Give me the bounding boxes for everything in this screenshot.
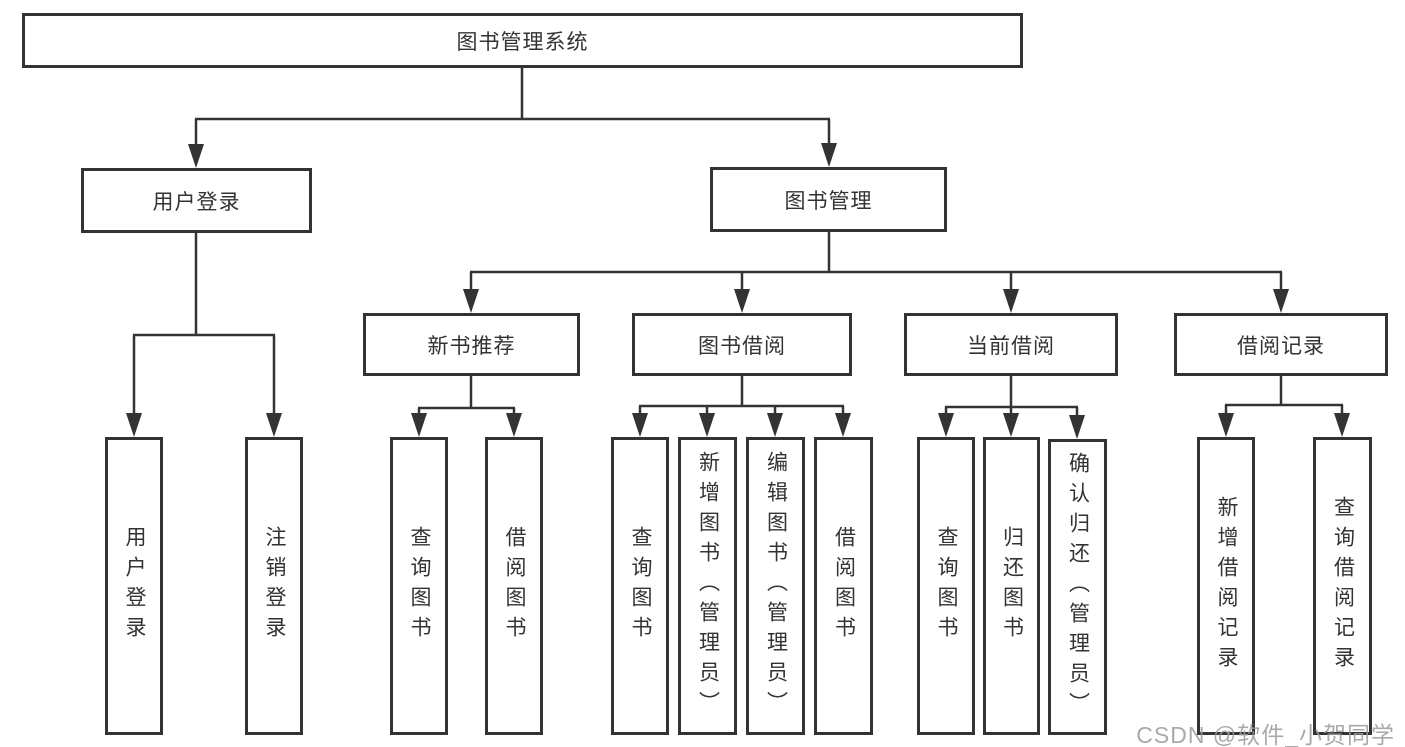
leaf-bb-query-books: 查询图书: [611, 437, 669, 735]
node-library-system: 图书管理系统: [22, 13, 1023, 68]
node-user-login-label: 用户登录: [152, 190, 241, 214]
leaf-br-add-record-label: 新增借阅记录: [1215, 496, 1238, 676]
arrowheads: [126, 143, 1350, 439]
leaf-bb-edit-books-admin: 编辑图书（管理员）: [746, 437, 805, 735]
leaf-cb-query-books-label: 查询图书: [935, 526, 958, 646]
node-borrow-records-label: 借阅记录: [1237, 334, 1325, 358]
node-book-borrow-label: 图书借阅: [698, 334, 786, 358]
leaf-bb-edit-books-admin-label: 编辑图书（管理员）: [764, 451, 788, 721]
leaf-nb-borrow-books-label: 借阅图书: [503, 526, 526, 646]
leaf-bb-borrow-books-label: 借阅图书: [832, 526, 856, 646]
node-book-management: 图书管理: [710, 167, 947, 232]
leaf-cb-confirm-return-admin: 确认归还（管理员）: [1048, 439, 1107, 735]
node-current-borrow-label: 当前借阅: [967, 334, 1055, 358]
leaf-br-query-record-label: 查询借阅记录: [1331, 496, 1355, 676]
node-borrow-records: 借阅记录: [1174, 313, 1388, 376]
node-user-login: 用户登录: [81, 168, 312, 233]
leaf-logout: 注销登录: [245, 437, 303, 735]
leaf-nb-query-books: 查询图书: [390, 437, 448, 735]
leaf-user-login: 用户登录: [105, 437, 163, 735]
node-book-management-label: 图书管理: [784, 189, 873, 213]
node-new-book-recommend-label: 新书推荐: [427, 334, 516, 358]
node-library-system-label: 图书管理系统: [456, 30, 589, 54]
leaf-nb-query-books-label: 查询图书: [408, 526, 431, 646]
leaf-cb-query-books: 查询图书: [917, 437, 975, 735]
leaf-cb-return-books-label: 归还图书: [1000, 526, 1024, 646]
leaf-user-login-label: 用户登录: [123, 526, 146, 646]
leaf-br-query-record: 查询借阅记录: [1313, 437, 1372, 735]
node-book-borrow: 图书借阅: [632, 313, 852, 376]
leaf-logout-label: 注销登录: [263, 526, 286, 646]
node-current-borrow: 当前借阅: [904, 313, 1118, 376]
leaf-nb-borrow-books: 借阅图书: [485, 437, 543, 735]
leaf-cb-confirm-return-admin-label: 确认归还（管理员）: [1066, 452, 1090, 722]
leaf-bb-add-books-admin-label: 新增图书（管理员）: [696, 451, 720, 721]
node-new-book-recommend: 新书推荐: [363, 313, 580, 376]
csdn-watermark: CSDN @软件_小贺同学: [1136, 722, 1395, 747]
leaf-bb-add-books-admin: 新增图书（管理员）: [678, 437, 737, 735]
leaf-bb-borrow-books: 借阅图书: [814, 437, 873, 735]
leaf-cb-return-books: 归还图书: [983, 437, 1040, 735]
leaf-bb-query-books-label: 查询图书: [629, 526, 652, 646]
leaf-br-add-record: 新增借阅记录: [1197, 437, 1255, 735]
